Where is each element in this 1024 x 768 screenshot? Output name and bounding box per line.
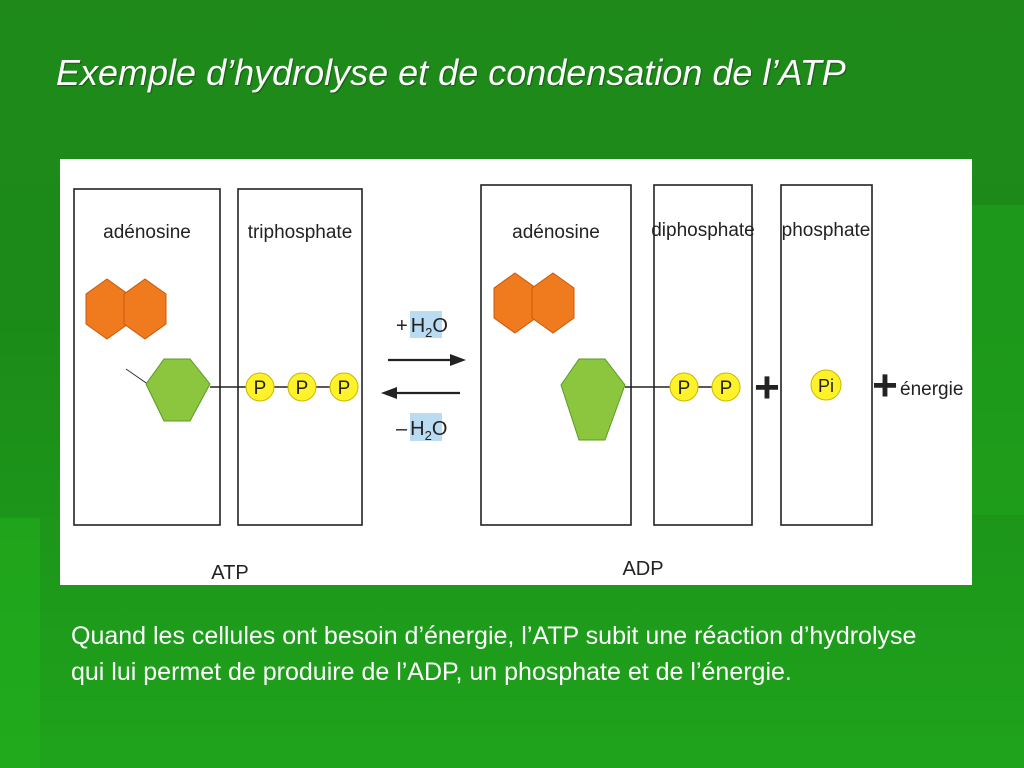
adp-label: ADP (622, 558, 663, 580)
atp-hydrolysis-diagram: adénosine triphosphate P P P ATP +H2O –H… (60, 159, 972, 585)
atp-phosphate-2-label: P (296, 378, 309, 399)
atp-phosphate-1-label: P (254, 378, 267, 399)
inorganic-phosphate (810, 369, 842, 401)
reverse-arrowhead (381, 387, 397, 399)
background-band-left (0, 518, 40, 768)
adp-diphosphate-box (653, 184, 753, 526)
atp-triphosphate-box (237, 188, 363, 526)
adp-diphosphate-label: diphosphate (651, 220, 755, 241)
adp-phosphate-1-label: P (678, 378, 691, 399)
atp-adenosine-label: adénosine (103, 222, 191, 243)
forward-reaction-label: +H2O (396, 315, 448, 340)
forward-water-highlight (410, 311, 442, 338)
energy-label: énergie (900, 379, 963, 400)
reverse-reaction-label: –H2O (396, 418, 447, 443)
inorganic-phosphate-label: Pi (818, 376, 834, 396)
adp-adenine-ring-2 (531, 272, 575, 334)
slide-caption: Quand les cellules ont besoin d’énergie,… (71, 622, 917, 686)
adp-phosphate-2-label: P (720, 378, 733, 399)
adp-adenosine-box (480, 184, 632, 526)
adp-phosphate-label: phosphate (782, 220, 871, 241)
diagram-canvas: adénosine triphosphate P P P ATP +H2O –H… (73, 184, 963, 584)
adp-phosphate-box (780, 184, 873, 526)
plus-sign-2: + (872, 361, 898, 410)
reverse-water-highlight (410, 413, 442, 441)
background-band-right (972, 205, 1024, 515)
atp-phosphate-1 (245, 372, 275, 402)
adp-phosphate-1 (669, 372, 699, 402)
adp-ribose (560, 358, 626, 441)
plus-sign-1: + (754, 363, 780, 412)
atp-phosphate-2 (287, 372, 317, 402)
atp-label: ATP (211, 562, 248, 584)
atp-triphosphate-label: triphosphate (248, 222, 353, 243)
atp-phosphate-3-label: P (338, 378, 351, 399)
forward-arrowhead (450, 354, 466, 366)
atp-adenine-ring-2 (123, 278, 167, 340)
slide-title: Exemple d’hydrolyse et de condensation d… (56, 52, 846, 93)
adp-phosphate-2 (711, 372, 741, 402)
atp-adenosine-box (73, 188, 221, 526)
adp-adenosine-label: adénosine (512, 222, 600, 243)
atp-phosphate-3 (329, 372, 359, 402)
atp-ribose (145, 358, 211, 422)
